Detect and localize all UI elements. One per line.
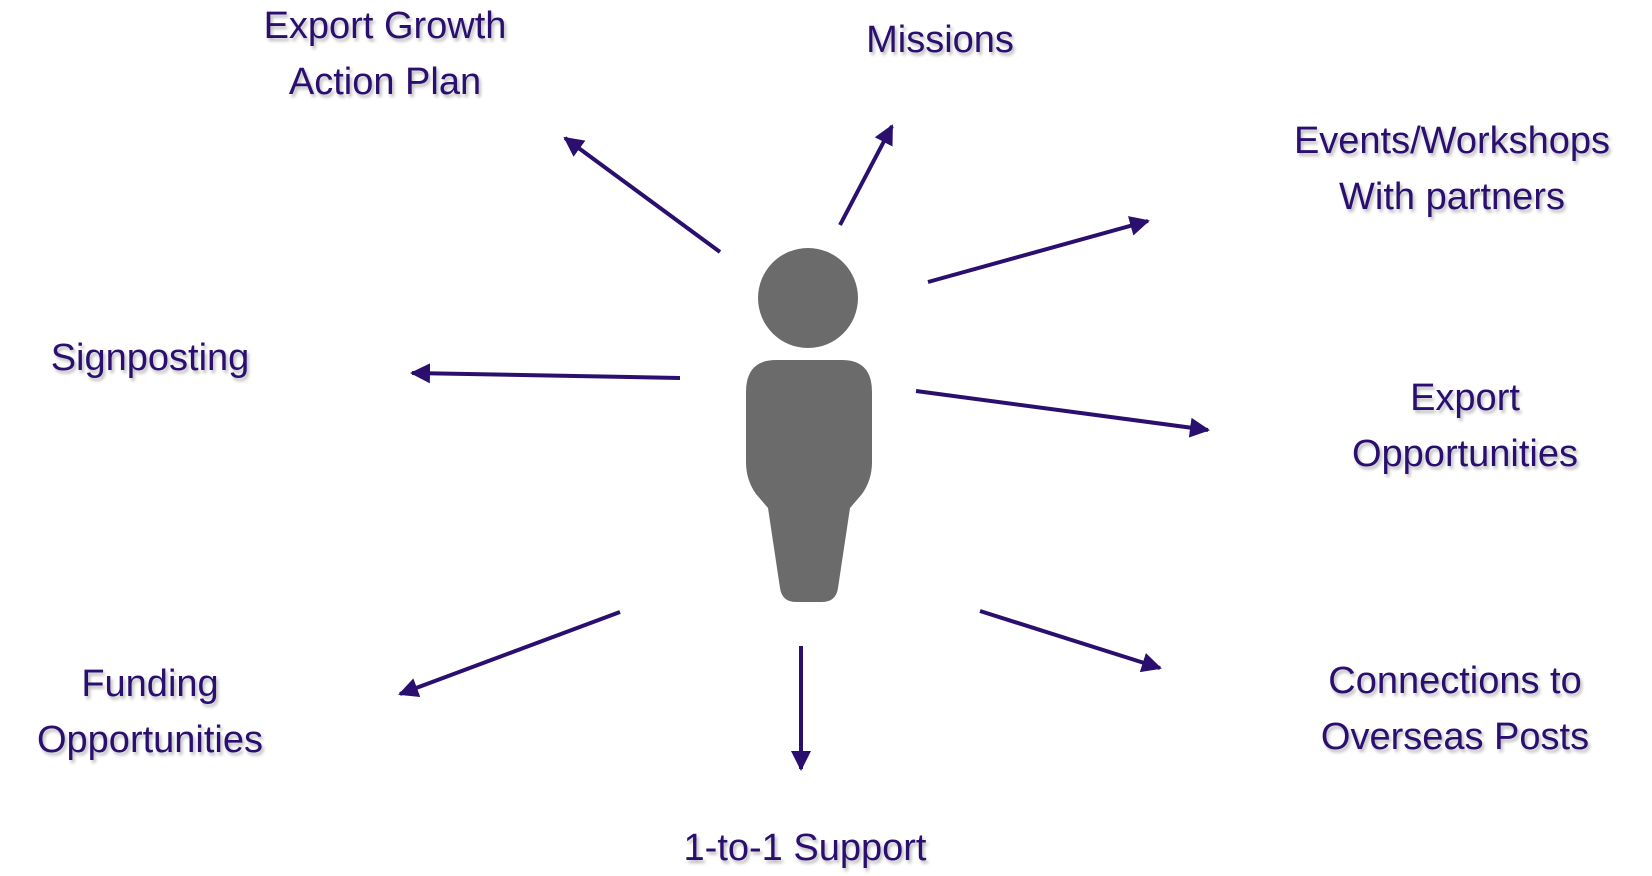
node-funding-opportunities: Funding Opportunities	[0, 656, 300, 768]
node-connections-overseas-posts: Connections to Overseas Posts	[1275, 653, 1635, 765]
node-export-growth-action-plan: Export Growth Action Plan	[205, 0, 565, 110]
arrow-funding-opportunities	[398, 610, 621, 698]
node-missions: Missions	[800, 12, 1080, 68]
person-head	[758, 248, 858, 348]
node-signposting: Signposting	[10, 330, 290, 386]
node-one-to-one-support: 1-to-1 Support	[620, 820, 990, 876]
node-export-opportunities: Export Opportunities	[1300, 370, 1630, 482]
node-line: Connections to	[1328, 660, 1582, 702]
node-line: Opportunities	[36, 719, 263, 761]
node-events-workshops: Events/Workshops With partners	[1262, 113, 1642, 225]
node-line: Export	[1410, 377, 1520, 419]
node-line: Action Plan	[288, 61, 482, 103]
node-line: Funding	[81, 663, 219, 705]
arrow-export-growth-action-plan	[563, 136, 722, 254]
arrow-missions	[838, 124, 894, 226]
arrow-connections-overseas-posts	[979, 609, 1162, 673]
node-line: Missions	[866, 19, 1014, 61]
person-body	[746, 360, 872, 602]
node-line: With partners	[1339, 176, 1565, 218]
node-line: 1-to-1 Support	[683, 827, 927, 869]
node-line: Events/Workshops	[1293, 120, 1611, 162]
arrow-export-opportunities	[915, 389, 1210, 438]
arrow-events-workshops	[927, 216, 1150, 284]
node-line: Export Growth	[263, 5, 507, 47]
node-line: Overseas Posts	[1320, 716, 1590, 758]
node-line: Opportunities	[1351, 433, 1578, 475]
arrows	[398, 124, 1210, 771]
person-icon	[746, 248, 872, 602]
arrow-signposting	[410, 363, 681, 384]
node-line: Signposting	[50, 337, 250, 379]
